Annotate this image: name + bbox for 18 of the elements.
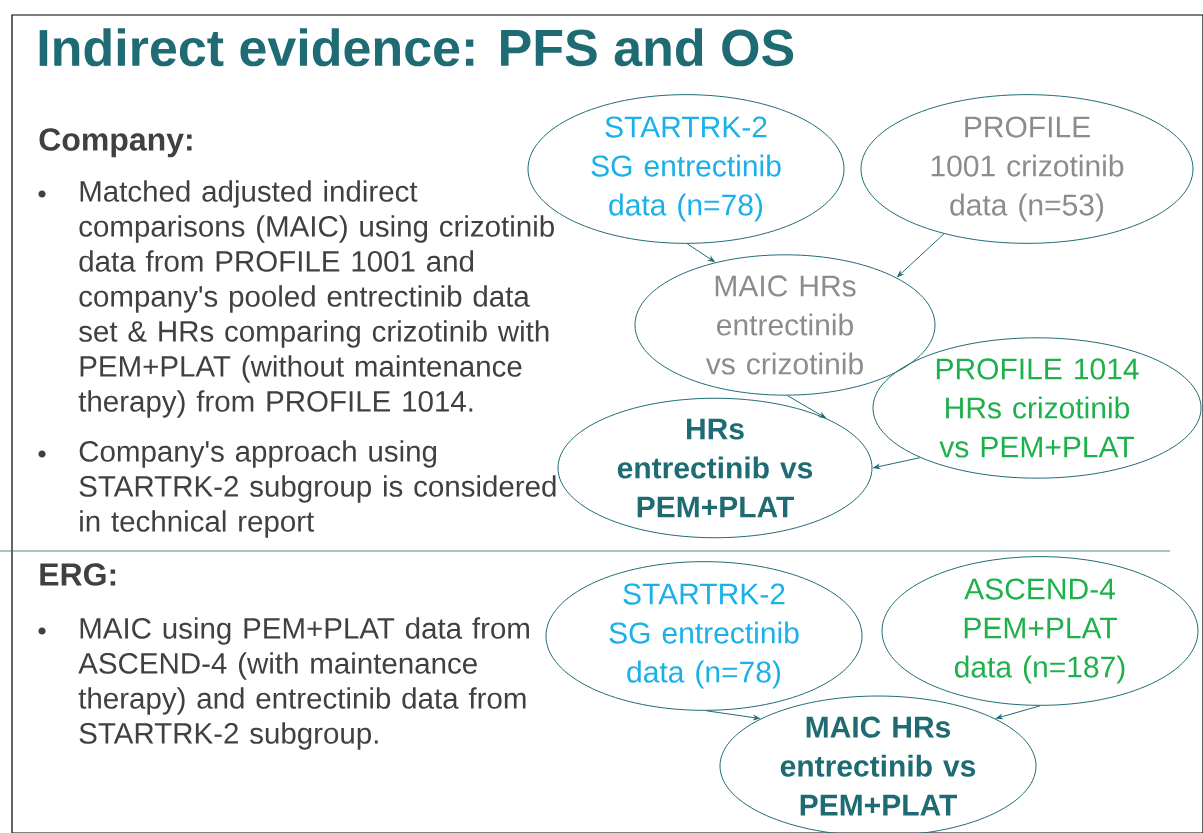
ellipse-node: HRs entrectinib vs PEM+PLAT [557,397,873,539]
ellipse-node: MAIC HRs entrectinib vs crizotinib [634,254,936,396]
ellipse-node: PROFILE 1014 HRs crizotinib vs PEM+PLAT [872,337,1202,479]
bullet-text: Matched adjusted indirect comparisons (MAIC) using crizotinib data from PROFILE 1001 and company's pooled entrectinib data set & HRs comparing crizotinib with PEM+PLAT (without maintenance therapy) from PROFILE 1014. [78,180,554,418]
arrow [996,705,1041,720]
bullet-text: Company's approach using STARTRK-2 subgroup is considered in technical report [79,440,556,538]
ellipse-node: STARTRK-2 SG entrectinib data (n=78) [545,561,863,711]
arrow [897,233,945,278]
title: Indirect evidence: PFS and OS [39,28,794,67]
arrow [873,457,921,469]
ellipse-node: ASCEND-4 PEM+PLAT data (n=187) [881,556,1199,706]
bullet-text: MAIC using PEM+PLAT data from ASCEND-4 (with maintenance therapy) and entrectinib data from STARTRK-2 subgroup. [78,617,529,750]
arrow [706,710,760,721]
ellipse-node: PROFILE 1001 crizotinib data (n=53) [860,94,1194,244]
section-heading: ERG: [40,563,116,586]
arrow [686,243,715,263]
section-heading: Company: [39,128,192,158]
arrow [786,395,826,419]
